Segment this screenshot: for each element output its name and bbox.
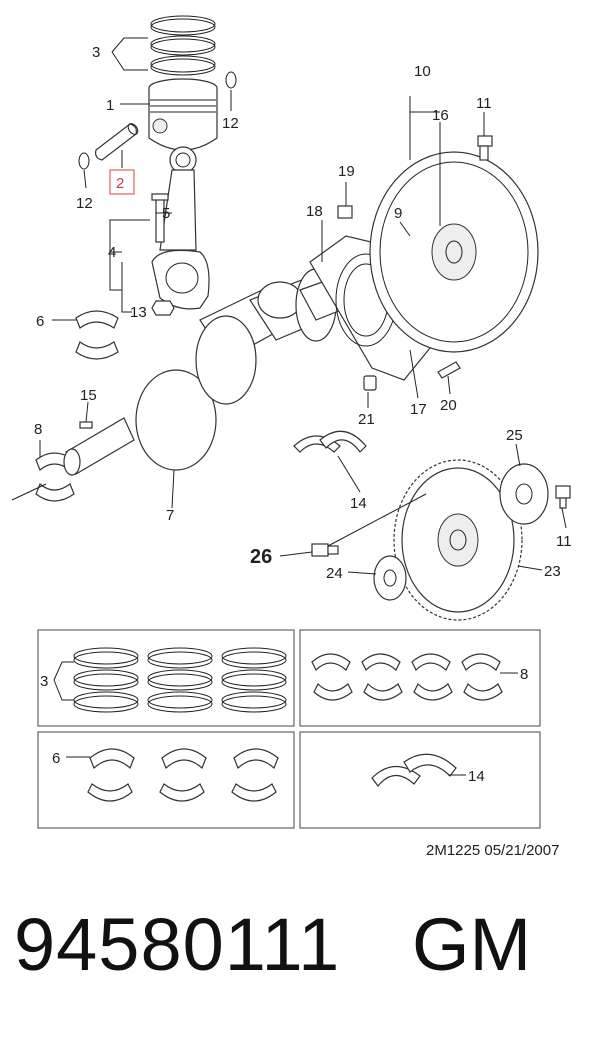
- flywheel: [369, 151, 539, 353]
- callout-6-top: 6: [36, 313, 44, 330]
- callout-3: 3: [92, 44, 100, 61]
- spacer: [373, 555, 407, 601]
- detail-box-main-bearings: 8: [299, 629, 541, 727]
- part-number: 94580111: [14, 903, 341, 986]
- piston-rings: [150, 15, 216, 76]
- detail-callout-3: 3: [40, 673, 48, 690]
- callout-5: 5: [162, 205, 170, 222]
- callout-10: 10: [414, 63, 431, 80]
- callout-20: 20: [440, 397, 457, 414]
- adapter-plate: [499, 463, 549, 525]
- callout-7: 7: [166, 507, 174, 524]
- callout-17: 17: [410, 401, 427, 418]
- callout-13: 13: [130, 304, 147, 321]
- callout-15: 15: [80, 387, 97, 404]
- detail-callout-14: 14: [468, 768, 485, 785]
- dowel-21: [363, 375, 377, 391]
- callout-25: 25: [506, 427, 523, 444]
- woodruff-key: [79, 421, 93, 429]
- bolt-26: [311, 543, 339, 557]
- callout-8-top: 8: [34, 421, 42, 438]
- piston: [148, 78, 218, 151]
- detail-box-thrust-washers: 14: [299, 731, 541, 829]
- callout-26: 26: [250, 546, 272, 568]
- bolt-20: [437, 361, 461, 379]
- callout-2: 2: [116, 175, 124, 192]
- callout-11-lower: 11: [556, 533, 572, 550]
- callout-1: 1: [106, 97, 114, 114]
- callout-11-top: 11: [476, 95, 492, 112]
- drive-plate: [393, 459, 523, 621]
- highlighted-part-box: [109, 169, 135, 195]
- callout-14-top: 14: [350, 495, 367, 512]
- rod-bolt: [151, 193, 169, 243]
- detail-callout-8: 8: [520, 666, 528, 683]
- snap-ring-left: [78, 152, 90, 170]
- piston-pin: [95, 123, 139, 161]
- callout-23: 23: [544, 563, 561, 580]
- callout-18: 18: [306, 203, 323, 220]
- thrust-washers: [293, 430, 367, 453]
- detail-callout-6: 6: [52, 750, 60, 767]
- detail-box-rod-bearings: 6: [37, 731, 295, 829]
- drive-plate-bolt: [555, 485, 571, 509]
- bearing-shells-left: [75, 310, 119, 360]
- rod-nut: [151, 300, 175, 316]
- callout-9: 9: [394, 205, 402, 222]
- callout-4: 4: [108, 244, 116, 261]
- detail-box-rings: 3: [37, 629, 295, 727]
- snap-ring-right: [225, 71, 237, 89]
- callout-12-left: 12: [76, 195, 93, 212]
- drawing-code: 2M1225 05/21/2007: [426, 842, 560, 859]
- callout-labels: 3 1 12 2 12 5 4 6 13 15 8 7 10 16 11 19 …: [34, 44, 572, 582]
- callout-21: 21: [358, 411, 375, 428]
- callout-24: 24: [326, 565, 343, 582]
- flywheel-bolt: [477, 135, 493, 161]
- dowel-19: [337, 205, 353, 219]
- callout-16: 16: [432, 107, 449, 124]
- callout-19: 19: [338, 163, 355, 180]
- footer: 94580111 GM: [0, 908, 600, 1018]
- callout-12-right: 12: [222, 115, 239, 132]
- leader-lines: [11, 37, 567, 575]
- brand-label: GM: [412, 903, 532, 986]
